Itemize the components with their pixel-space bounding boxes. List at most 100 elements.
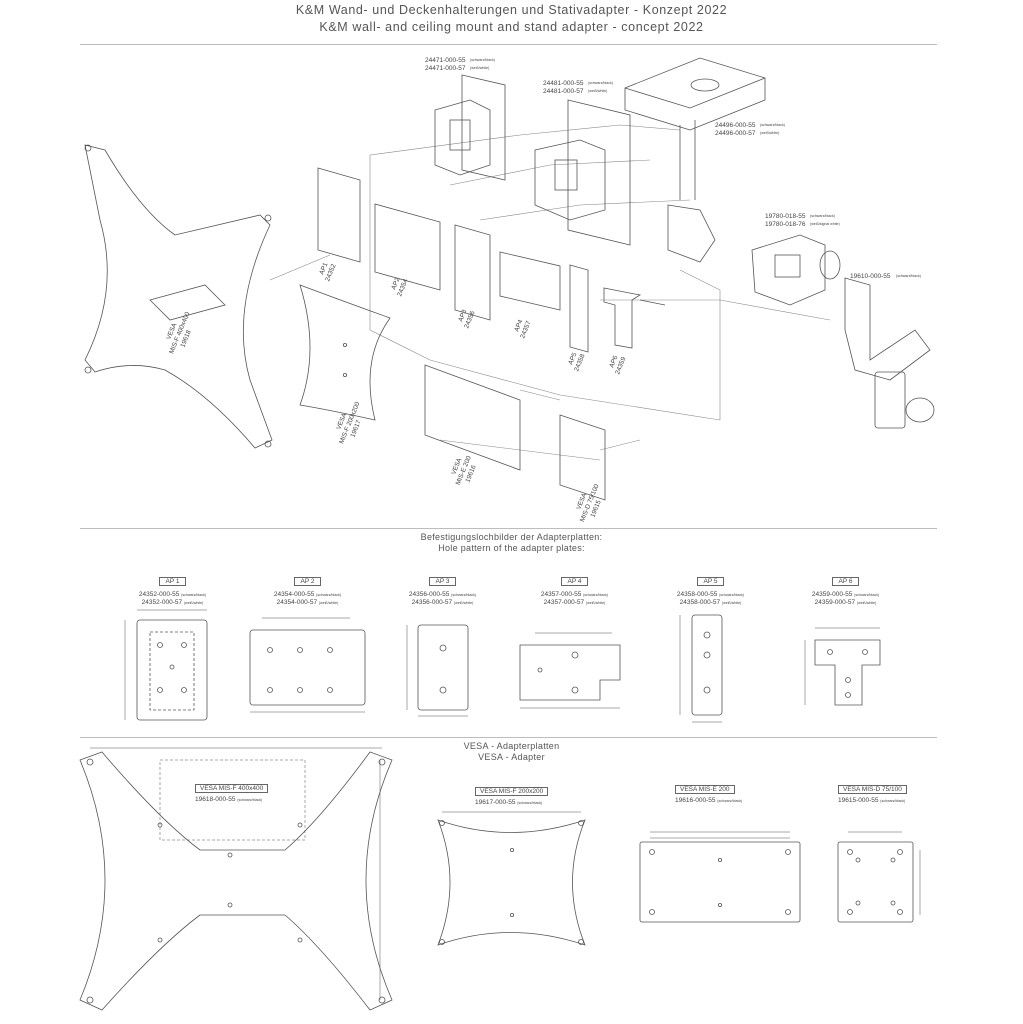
vesa-e200-note: (schwarz/black) bbox=[717, 799, 743, 803]
mount4-note-black: (schwarz/black) bbox=[810, 214, 835, 218]
vesa-d75-label: VESA MIS-D 75/100 19615-000-55 (schwarz/… bbox=[838, 785, 907, 806]
ap4-hole-pattern bbox=[519, 632, 621, 709]
ap3-plate-3d bbox=[454, 224, 491, 321]
mount4-code-white: 19780-018-76 bbox=[765, 221, 806, 228]
vesa-e200-plate-flat bbox=[639, 841, 801, 923]
vesa-d75-plate-3d bbox=[559, 414, 606, 501]
title-english: K&M wall- and ceiling mount and stand ad… bbox=[319, 20, 704, 34]
ap6-code-black: 24359-000-55 bbox=[811, 591, 853, 598]
ap5-code-white: 24358-000-57 bbox=[679, 599, 721, 606]
ap3-code-white: 24356-000-57 bbox=[411, 599, 453, 606]
ap3-tag: AP 3 bbox=[428, 577, 457, 586]
hole-icon bbox=[342, 372, 347, 377]
hole-icon bbox=[342, 342, 347, 347]
vesa-d75-tag: VESA MIS-D 75/100 bbox=[838, 785, 907, 794]
ap1-note-black: (schwarz/black) bbox=[181, 593, 207, 597]
ap2-note-white: (weiß/white) bbox=[318, 601, 339, 605]
vesa-d75-plate-flat bbox=[837, 841, 914, 923]
stud-icon bbox=[264, 440, 272, 448]
ap6-code-white: 24359-000-57 bbox=[814, 599, 856, 606]
mount3-note-white: (weiß/white) bbox=[760, 131, 779, 135]
ap4-note-white: (weiß/white) bbox=[585, 601, 606, 605]
ap3-note-white: (weiß/white) bbox=[453, 601, 474, 605]
ceiling-mount-24496 bbox=[624, 57, 766, 263]
hole-pattern-section bbox=[124, 609, 881, 723]
divider-middle bbox=[80, 528, 937, 529]
ap4-label: AP 4 24357-000-55 (schwarz/black) 24357-… bbox=[527, 570, 622, 607]
vesa-400-code-flat: 19618-000-55 bbox=[195, 796, 236, 803]
vesa-200-note: (schwarz/black) bbox=[517, 801, 543, 805]
ap1-name: AP1 bbox=[318, 261, 329, 275]
ap4-plate-3d bbox=[499, 251, 561, 311]
vesa-section bbox=[79, 747, 921, 1011]
hole-pattern-title-de: Befestigungslochbilder der Adapterplatte… bbox=[420, 532, 603, 542]
vesa-400-label: VESA MIS-F 400x400 19618-000-55 (schwarz… bbox=[195, 784, 269, 805]
ap2-code-white: 24354-000-57 bbox=[276, 599, 318, 606]
mount3-code-black: 24496-000-55 bbox=[715, 122, 756, 129]
ap6-tag: AP 6 bbox=[831, 577, 860, 586]
ap5-label: AP 5 24358-000-55 (schwarz/black) 24358-… bbox=[663, 570, 758, 607]
vesa-200-plate-flat bbox=[437, 819, 586, 946]
vesa-200-code-flat: 19617-000-55 bbox=[475, 799, 516, 806]
mount5-note-black: (schwarz/black) bbox=[896, 274, 921, 278]
ap6-note-black: (schwarz/black) bbox=[854, 593, 880, 597]
ap5-hole-pattern bbox=[679, 614, 723, 723]
ap4-name: AP4 bbox=[513, 318, 524, 332]
mount1-code-black: 24471-000-55 bbox=[425, 57, 466, 64]
ap5-note-black: (schwarz/black) bbox=[719, 593, 745, 597]
vesa-400-plate-flat bbox=[79, 751, 393, 1011]
mount1-note-black: (schwarz/black) bbox=[470, 58, 495, 62]
ap1-hole-pattern bbox=[124, 609, 208, 721]
ap2-code-black: 24354-000-55 bbox=[273, 591, 315, 598]
ap6-name: AP6 bbox=[608, 354, 619, 368]
ap1-tag: AP 1 bbox=[158, 577, 187, 586]
mount2-code-black: 24481-000-55 bbox=[543, 80, 584, 87]
mount2-code-white: 24481-000-57 bbox=[543, 88, 584, 95]
mount5-code-black: 19610-000-55 bbox=[850, 273, 891, 280]
ap2-note-black: (schwarz/black) bbox=[316, 593, 342, 597]
ap3-code-black: 24356-000-55 bbox=[408, 591, 450, 598]
wall-mount-24471 bbox=[434, 74, 506, 181]
vesa-e200-tag: VESA MIS-E 200 bbox=[675, 785, 735, 794]
ap5-name: AP5 bbox=[567, 351, 578, 365]
stud-icon bbox=[264, 214, 272, 222]
vesa-200-tag: VESA MIS-F 200x200 bbox=[475, 787, 549, 796]
mount1-code-white: 24471-000-57 bbox=[425, 65, 466, 72]
ap2-tag: AP 2 bbox=[293, 577, 322, 586]
ap5-note-white: (weiß/white) bbox=[721, 601, 742, 605]
mount4-note-white: (weiß/signal white) bbox=[810, 222, 840, 226]
wall-mount-24481 bbox=[534, 99, 631, 246]
vesa-400-plate-3d bbox=[84, 144, 273, 449]
stud-icon bbox=[84, 144, 92, 152]
ap3-hole-pattern bbox=[406, 624, 469, 717]
projection-lines bbox=[269, 124, 831, 461]
ap4-code-black: 24357-000-55 bbox=[540, 591, 582, 598]
ap3-note-black: (schwarz/black) bbox=[451, 593, 477, 597]
ap2-name: AP2 bbox=[390, 276, 401, 290]
vesa-section-title-de: VESA - Adapterplatten bbox=[463, 741, 560, 751]
mount2-note-black: (schwarz/black) bbox=[588, 81, 613, 85]
vesa-e200-label: VESA MIS-E 200 19616-000-55 (schwarz/bla… bbox=[675, 785, 742, 806]
vesa-e200-code-flat: 19616-000-55 bbox=[675, 797, 716, 804]
vesa-400-note: (schwarz/black) bbox=[237, 798, 263, 802]
vesa-d75-code-flat: 19615-000-55 bbox=[838, 797, 879, 804]
mount4-code-black: 19780-018-55 bbox=[765, 213, 806, 220]
ap5-tag: AP 5 bbox=[696, 577, 725, 586]
ap6-note-white: (weiß/white) bbox=[856, 601, 877, 605]
vesa-400-center-cutout bbox=[149, 284, 226, 321]
ap6-plate-3d bbox=[603, 287, 642, 349]
screw-icon bbox=[639, 299, 666, 306]
divider-top bbox=[80, 44, 937, 45]
vesa-400-tag: VESA MIS-F 400x400 bbox=[195, 784, 269, 793]
vesa-d75-note: (schwarz/black) bbox=[880, 799, 906, 803]
ap-label-group: AP 1 24352-000-55 (schwarz/black) 24352-… bbox=[0, 570, 1023, 606]
mount3-note-black: (schwarz/black) bbox=[760, 123, 785, 127]
ap4-tag: AP 4 bbox=[560, 577, 589, 586]
stand-adapter-19610 bbox=[844, 277, 935, 429]
ap2-plate-3d bbox=[374, 203, 441, 291]
title-german: K&M Wand- und Deckenhalterungen und Stat… bbox=[295, 3, 728, 17]
ap5-plate-3d bbox=[569, 264, 589, 353]
divider-lower bbox=[80, 737, 937, 738]
exploded-view: VESA MIS-F 400x400 19618 VESA MIS-F 200x… bbox=[84, 57, 935, 523]
